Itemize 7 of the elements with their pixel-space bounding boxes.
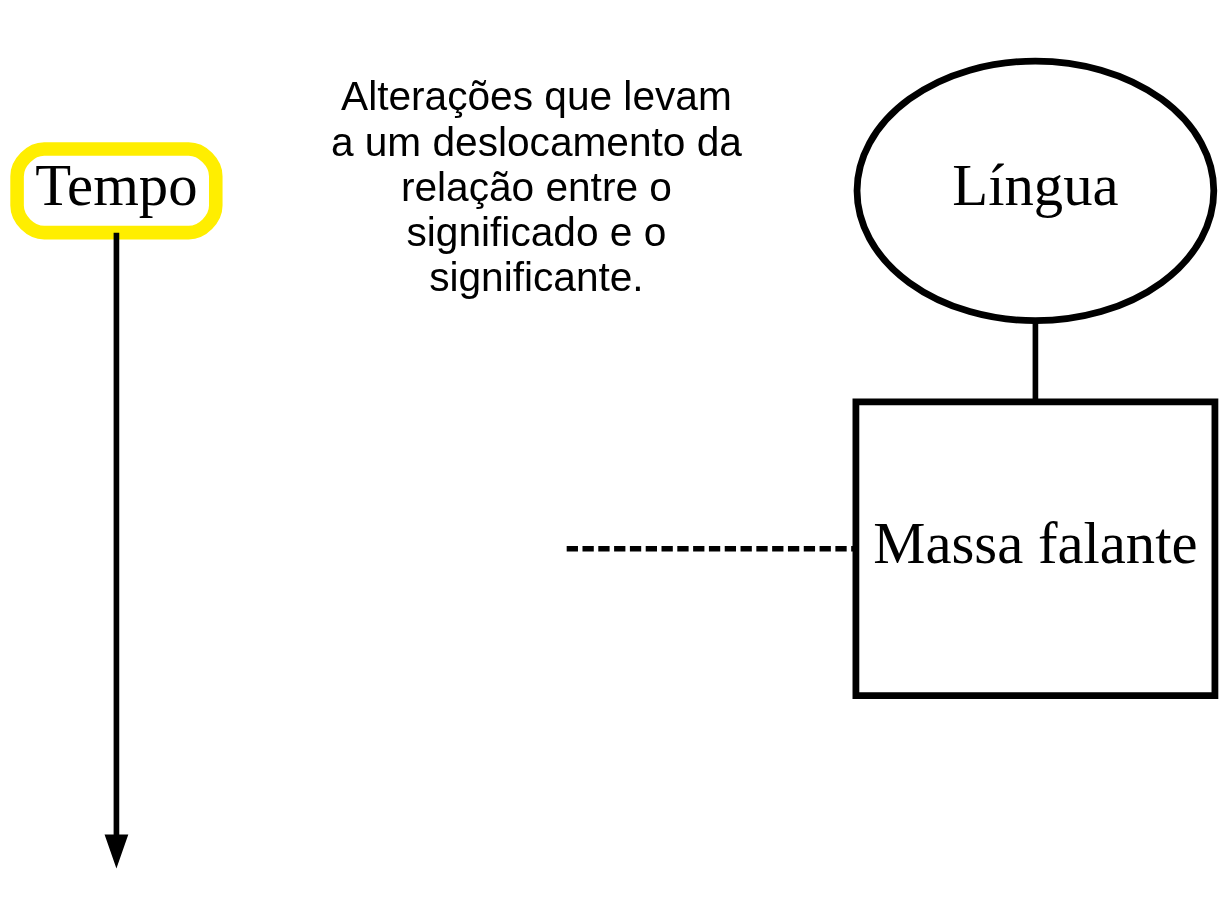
connector [566,545,856,552]
node-box: Tempo [10,142,223,240]
node-box: Massa falante [852,398,1219,699]
label: Alterações que levam a um deslocamento da relação entre o significado e o significante. [330,73,742,301]
arrow [104,232,129,869]
connector [1032,320,1039,402]
node-ellipse: Língua [853,57,1218,325]
